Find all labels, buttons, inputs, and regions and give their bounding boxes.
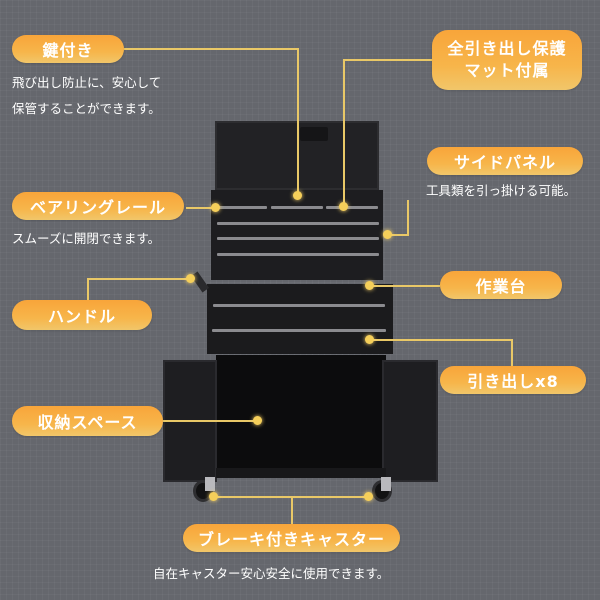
label-workbench: 作業台 xyxy=(440,271,562,299)
connector-line xyxy=(386,234,409,236)
connector-line xyxy=(343,59,345,207)
label-drawers: 引き出しx8 xyxy=(440,366,586,394)
drawer-rail xyxy=(271,206,323,209)
callout-dot xyxy=(253,416,262,425)
connector-line xyxy=(407,200,409,235)
bearing-rail-desc: スムーズに開閉できます。 xyxy=(12,231,161,246)
connector-line xyxy=(370,339,512,341)
callout-dot xyxy=(186,274,195,283)
lock-desc-line1: 飛び出し防止に、安心して xyxy=(12,75,162,90)
connector-line xyxy=(186,207,216,209)
label-side-panel: サイドパネル xyxy=(427,147,583,175)
drawer-rail xyxy=(212,329,386,332)
mat-label-line1: 全引き出し保護 xyxy=(447,39,567,58)
connector-line xyxy=(124,48,299,50)
callout-dot xyxy=(365,281,374,290)
callout-dot xyxy=(209,492,218,501)
callout-dot xyxy=(364,492,373,501)
lock-desc-line2: 保管することができます。 xyxy=(12,101,161,116)
drawer-rail xyxy=(217,206,267,209)
connector-line xyxy=(370,285,440,287)
callout-dot xyxy=(339,202,348,211)
label-storage-space: 収納スペース xyxy=(12,406,163,436)
label-handle: ハンドル xyxy=(12,300,152,330)
label-protective-mat: 全引き出し保護 マット付属 xyxy=(432,30,582,90)
mat-label-line2: マット付属 xyxy=(464,61,550,80)
label-lock: 鍵付き xyxy=(12,35,124,63)
middle-chest xyxy=(207,284,393,354)
callout-dot xyxy=(365,335,374,344)
label-brake-casters: ブレーキ付きキャスター xyxy=(183,524,400,552)
connector-line xyxy=(87,278,89,300)
lid-handle xyxy=(300,127,328,141)
connector-line xyxy=(297,48,299,196)
caster-bracket xyxy=(205,477,215,491)
connector-line xyxy=(291,496,293,528)
top-chest xyxy=(211,190,383,280)
casters-desc: 自在キャスター安心安全に使用できます。 xyxy=(153,566,390,581)
connector-line xyxy=(511,339,513,367)
side-panel-desc: 工具類を引っ掛ける可能。 xyxy=(426,183,577,198)
callout-dot xyxy=(293,191,302,200)
callout-dot xyxy=(211,203,220,212)
drawer-rail xyxy=(213,304,385,307)
drawer-rail xyxy=(326,206,378,209)
drawer-rail xyxy=(217,222,379,225)
label-bearing-rail: ベアリングレール xyxy=(12,192,184,220)
caster-bracket xyxy=(381,477,391,491)
cabinet-door-right xyxy=(382,360,438,482)
connector-line xyxy=(87,278,190,280)
connector-line xyxy=(163,420,258,422)
cabinet-base xyxy=(216,468,386,478)
connector-line xyxy=(344,59,432,61)
drawer-rail xyxy=(217,253,379,256)
drawer-rail xyxy=(217,237,379,240)
callout-dot xyxy=(383,230,392,239)
storage-cabinet xyxy=(216,355,386,475)
